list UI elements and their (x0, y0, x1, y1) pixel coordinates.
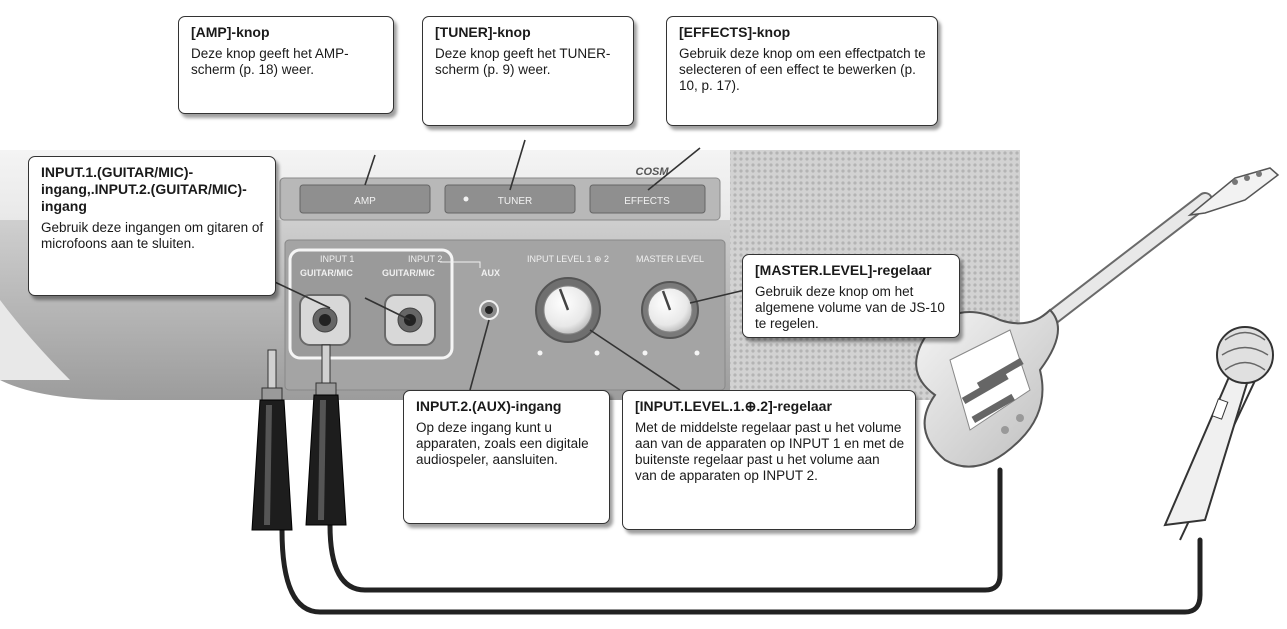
callout-text: Deze knop geeft het AMP-scherm (p. 18) w… (191, 46, 349, 77)
master-level-knob[interactable] (641, 281, 699, 339)
tuner-button[interactable]: TUNER (444, 184, 576, 214)
microphone (1163, 326, 1274, 541)
callout-input-level: [INPUT.LEVEL.1.⊕.2]-regelaar Met de midd… (622, 390, 916, 530)
electric-guitar (915, 167, 1280, 468)
callout-text: Gebruik deze ingangen om gitaren of micr… (41, 220, 264, 251)
aux-label: AUX (481, 268, 500, 278)
callout-text: Met de middelste regelaar past u het vol… (635, 420, 905, 483)
master-level-label: MASTER LEVEL (636, 254, 704, 264)
input1-jack[interactable] (299, 294, 351, 346)
callout-tuner-button: [TUNER]-knop Deze knop geeft het TUNER-s… (422, 16, 634, 126)
guitar-mic-1-label: GUITAR/MIC (300, 268, 353, 278)
effects-button[interactable]: EFFECTS (589, 184, 706, 214)
svg-text:TUNER: TUNER (498, 196, 532, 207)
callout-input-jacks: INPUT.1.(GUITAR/MIC)-ingang,.INPUT.2.(GU… (28, 156, 276, 296)
input-level-label: INPUT LEVEL 1 ⊕ 2 (527, 254, 609, 264)
callout-aux-input: INPUT.2.(AUX)-ingang Op deze ingang kunt… (403, 390, 610, 524)
amp-button[interactable]: AMP (299, 184, 431, 214)
callout-master-level: [MASTER.LEVEL]-regelaar Gebruik deze kno… (742, 254, 960, 338)
leader-lines (244, 139, 746, 391)
svg-text:AMP: AMP (354, 196, 376, 207)
guitar-headstock (1187, 167, 1280, 217)
plug-input1 (251, 349, 293, 531)
callout-title: [INPUT.LEVEL.1.⊕.2]-regelaar (635, 398, 832, 414)
callout-title: INPUT.1.(GUITAR/MIC)-ingang,.INPUT.2.(GU… (41, 164, 247, 214)
input1-label: INPUT 1 (320, 254, 354, 264)
callout-text: Op deze ingang kunt u apparaten, zoals e… (416, 420, 589, 467)
cables (279, 467, 1203, 615)
callout-text: Gebruik deze knop om het algemene volume… (755, 284, 945, 331)
callout-title: INPUT.2.(AUX)-ingang (416, 398, 562, 414)
input2-label: INPUT 2 (408, 254, 442, 264)
callout-title: [MASTER.LEVEL]-regelaar (755, 262, 932, 278)
plug-input2 (305, 344, 347, 526)
tuner-led-icon (463, 196, 469, 202)
callout-title: [AMP]-knop (191, 24, 270, 40)
callout-text: Deze knop geeft het TUNER-scherm (p. 9) … (435, 46, 611, 77)
guitar-mic-2-label: GUITAR/MIC (382, 268, 435, 278)
svg-text:EFFECTS: EFFECTS (624, 196, 670, 207)
brand-label: COSM (636, 166, 670, 178)
callout-effects-button: [EFFECTS]-knop Gebruik deze knop om een … (666, 16, 938, 126)
callout-text: Gebruik deze knop om een effectpatch te … (679, 46, 926, 93)
aux-jack[interactable] (479, 300, 499, 320)
callout-title: [EFFECTS]-knop (679, 24, 791, 40)
callout-amp-button: [AMP]-knop Deze knop geeft het AMP-scher… (178, 16, 394, 114)
callout-title: [TUNER]-knop (435, 24, 531, 40)
input-level-knob[interactable] (535, 277, 601, 343)
